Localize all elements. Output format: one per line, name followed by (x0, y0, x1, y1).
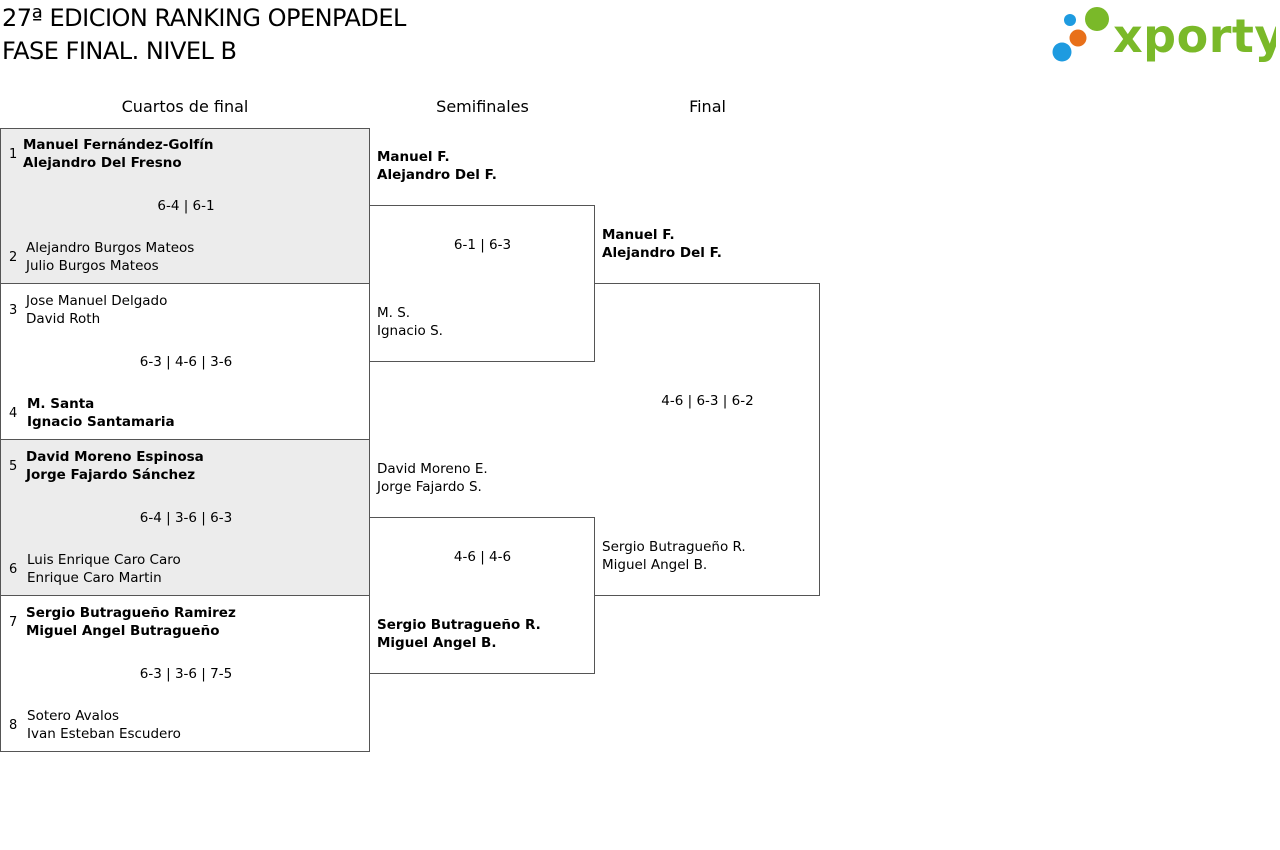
player-name: Ignacio S. (377, 323, 443, 339)
player-name: Luis Enrique Caro Caro (27, 552, 181, 568)
player-name: Manuel F. (377, 149, 450, 165)
player-name: Alejandro Del F. (377, 167, 497, 183)
seed-number: 2 (9, 250, 18, 265)
column-header-semifinals: Semifinales (436, 97, 529, 116)
player-name: Ignacio Santamaria (27, 414, 175, 430)
page-title: 27ª EDICION RANKING OPENPADEL (2, 4, 406, 32)
logo-dot-blue (1052, 42, 1072, 62)
match-score: 6-3 | 4-6 | 3-6 (139, 354, 233, 370)
logo-wordmark: xporty (1113, 9, 1276, 63)
team-winner: David Moreno Espinosa Jorge Fajardo Sánc… (26, 448, 204, 484)
player-name: Manuel Fernández-Golfín (23, 137, 214, 153)
player-name: Alejandro Burgos Mateos (26, 240, 195, 256)
logo-dot-blue-small (1064, 14, 1076, 26)
player-name: Manuel F. (602, 227, 675, 243)
final-score: 4-6 | 6-3 | 6-2 (661, 393, 754, 409)
logo-dot-green (1085, 7, 1109, 31)
player-name: Julio Burgos Mateos (26, 258, 159, 274)
column-header-quarterfinals: Cuartos de final (121, 97, 249, 116)
player-name: Sergio Butragueño R. (602, 539, 746, 555)
semifinal-2-team: David Moreno E. Jorge Fajardo S. (377, 460, 488, 496)
team-winner: Manuel Fernández-Golfín Alejandro Del Fr… (23, 136, 213, 172)
team-winner: M. Santa Ignacio Santamaria (27, 395, 175, 431)
quarterfinal-match-3: 5 David Moreno Espinosa Jorge Fajardo Sá… (0, 439, 370, 596)
xporty-logo: xporty (1052, 7, 1276, 63)
semifinal-1-score: 6-1 | 6-3 (453, 237, 512, 253)
match-score: 6-3 | 3-6 | 7-5 (139, 666, 233, 682)
player-name: Miguel Angel B. (377, 635, 497, 651)
seed-number: 6 (9, 562, 18, 577)
seed-number: 7 (9, 615, 18, 630)
player-name: David Moreno Espinosa (26, 449, 204, 465)
player-name: Jorge Fajardo Sánchez (26, 467, 196, 483)
semifinal-2-team-winner: Sergio Butragueño R. Miguel Angel B. (377, 616, 541, 652)
player-name: Alejandro Del Fresno (23, 155, 182, 171)
team: Luis Enrique Caro Caro Enrique Caro Mart… (27, 551, 181, 587)
final-bracket (594, 283, 820, 596)
quarterfinal-match-1: 1 Manuel Fernández-Golfín Alejandro Del … (0, 128, 370, 284)
final-team: Sergio Butragueño R. Miguel Angel B. (602, 538, 746, 574)
column-header-final: Final (689, 97, 726, 116)
player-name: David Moreno E. (377, 461, 488, 477)
quarterfinal-match-4: 7 Sergio Butragueño Ramirez Miguel Angel… (0, 595, 370, 752)
quarterfinal-match-2: 3 Jose Manuel Delgado David Roth 6-3 | 4… (0, 283, 370, 440)
team-winner: Sergio Butragueño Ramirez Miguel Angel B… (26, 604, 236, 640)
seed-number: 4 (9, 406, 18, 421)
match-score: 6-4 | 3-6 | 6-3 (139, 510, 233, 526)
player-name: Sergio Butragueño Ramirez (26, 605, 236, 621)
player-name: Ivan Esteban Escudero (27, 726, 181, 742)
logo-dot-orange (1069, 29, 1087, 47)
final-team-winner: Manuel F. Alejandro Del F. (602, 226, 722, 262)
player-name: Miguel Angel Butragueño (26, 623, 220, 639)
player-name: Sergio Butragueño R. (377, 617, 541, 633)
player-name: Alejandro Del F. (602, 245, 722, 261)
team: Sotero Avalos Ivan Esteban Escudero (27, 707, 181, 743)
player-name: M. Santa (27, 396, 95, 412)
player-name: David Roth (26, 311, 101, 327)
seed-number: 1 (9, 147, 18, 162)
player-name: Sotero Avalos (27, 708, 119, 724)
team: Alejandro Burgos Mateos Julio Burgos Mat… (26, 239, 194, 275)
player-name: Miguel Angel B. (602, 557, 708, 573)
player-name: Jose Manuel Delgado (26, 293, 168, 309)
semifinal-1-team-winner: Manuel F. Alejandro Del F. (377, 148, 497, 184)
team: Jose Manuel Delgado David Roth (26, 292, 167, 328)
match-score: 6-4 | 6-1 (157, 198, 215, 214)
player-name: M. S. (377, 305, 411, 321)
seed-number: 5 (9, 459, 18, 474)
player-name: Enrique Caro Martin (27, 570, 162, 586)
seed-number: 3 (9, 303, 18, 318)
player-name: Jorge Fajardo S. (377, 479, 482, 495)
page-subtitle: FASE FINAL. NIVEL B (2, 37, 237, 65)
semifinal-1-team: M. S. Ignacio S. (377, 304, 443, 340)
seed-number: 8 (9, 718, 18, 733)
semifinal-2-score: 4-6 | 4-6 (453, 549, 512, 565)
